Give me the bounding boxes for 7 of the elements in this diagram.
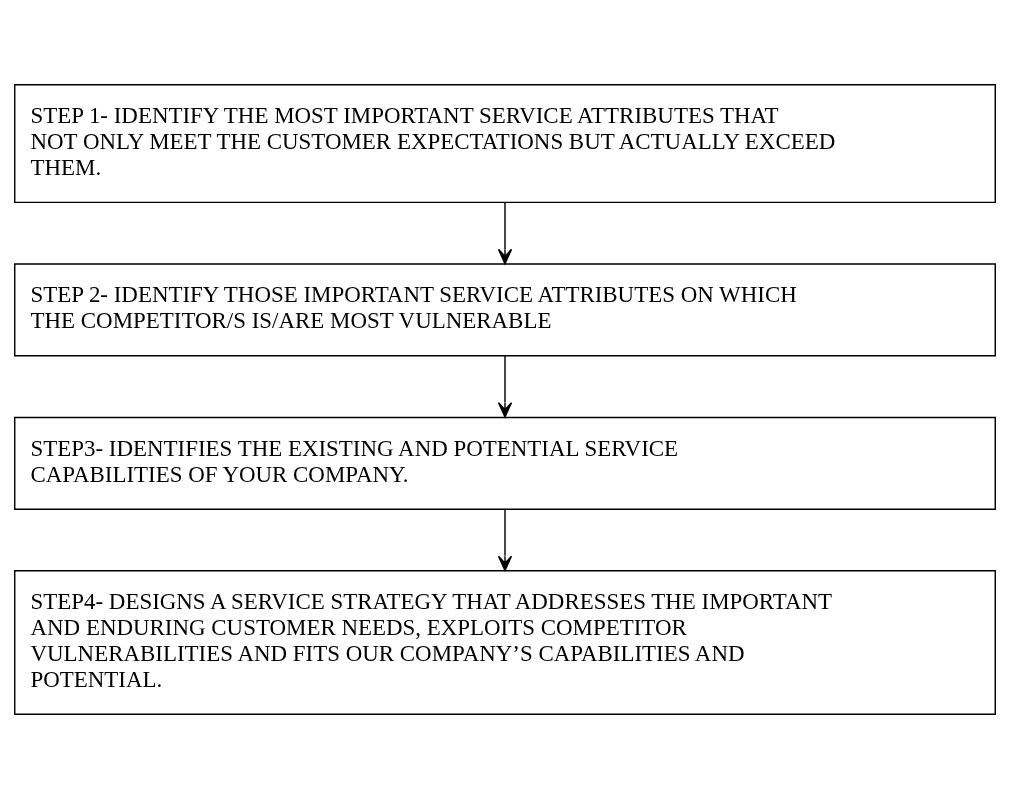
node-box: STEP 1- IDENTIFY THE MOST IMPORTANT SERVICE ATTRIBUTES THAT NOT ONLY MEET THE CUSTOMER EXPECTATIONS BUT ACTUALLY EXCEED THEM. bbox=[13, 83, 996, 203]
node-box: STEP3- IDENTIFIES THE EXISTING AND POTENTIAL SERVICE CAPABILITIES OF YOUR COMPANY. bbox=[13, 416, 996, 510]
node-box: STEP4- DESIGNS A SERVICE STRATEGY THAT ADDRESSES THE IMPORTANT AND ENDURING CUSTOMER NEEDS, EXPLOITS COMPETITOR VULNERABILITIES AND FITS OUR COMPANY’S CAPABILITIES AND POTENTIAL. bbox=[13, 569, 996, 715]
arrow bbox=[497, 354, 512, 418]
arrow bbox=[497, 201, 512, 264]
node-box: STEP 2- IDENTIFY THOSE IMPORTANT SERVICE ATTRIBUTES ON WHICH THE COMPETITOR/S IS/ARE MOST VULNERABLE bbox=[13, 262, 996, 356]
arrow bbox=[497, 508, 512, 571]
